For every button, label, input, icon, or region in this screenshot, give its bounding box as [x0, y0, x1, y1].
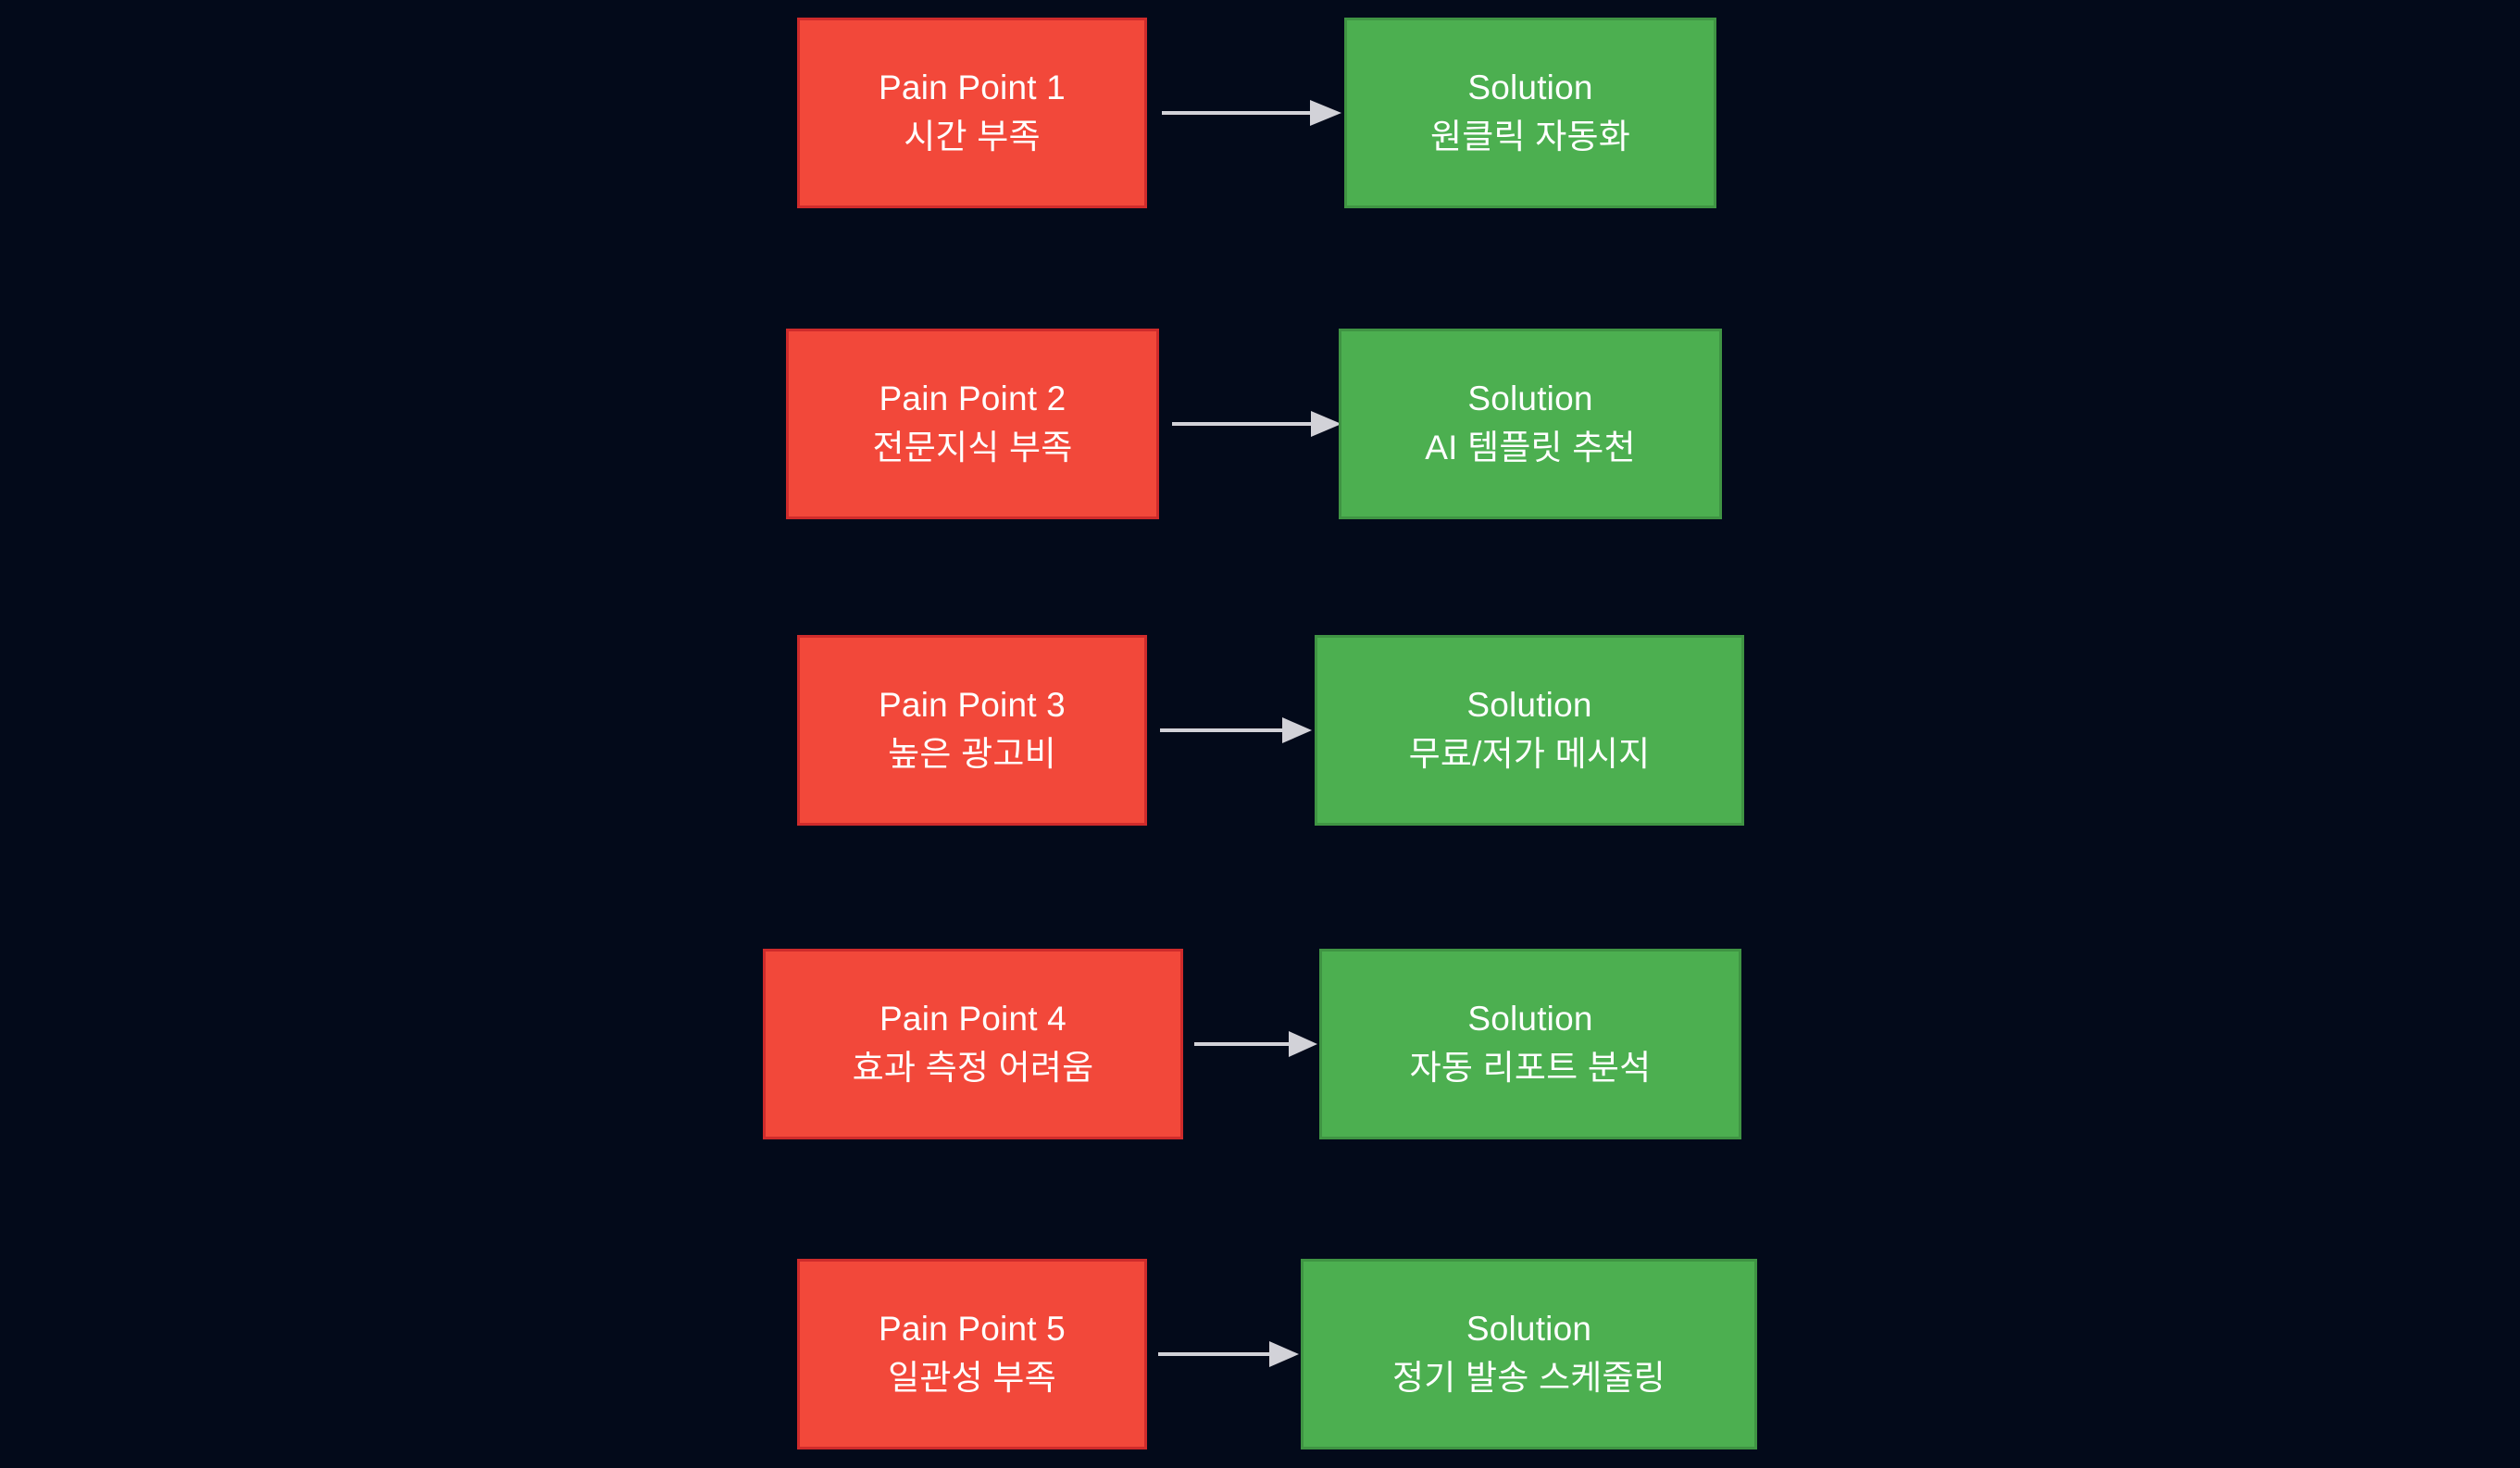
arrow-connector-3: [1147, 712, 1315, 749]
pain-point-node-2-title: Pain Point 2: [879, 379, 1067, 418]
solution-node-4[interactable]: Solution 자동 리포트 분석: [1319, 949, 1741, 1139]
solution-node-2-title: Solution: [1467, 379, 1593, 418]
arrow-connector-1: [1147, 94, 1344, 131]
arrow-connector-2: [1159, 405, 1344, 442]
arrow-connector-5: [1147, 1336, 1301, 1373]
pain-point-node-1-detail: 시간 부족: [904, 118, 1041, 156]
solution-node-3-title: Solution: [1466, 686, 1592, 725]
solution-node-5-title: Solution: [1466, 1310, 1592, 1349]
pain-point-node-5[interactable]: Pain Point 5 일관성 부족: [797, 1259, 1147, 1449]
solution-node-4-title: Solution: [1467, 1000, 1593, 1039]
solution-node-1[interactable]: Solution 원클릭 자동화: [1344, 18, 1716, 208]
pain-point-node-5-title: Pain Point 5: [879, 1310, 1066, 1349]
solution-node-5-detail: 정기 발송 스케줄링: [1392, 1359, 1665, 1397]
arrow-connector-4: [1183, 1026, 1319, 1063]
solution-node-2-detail: AI 템플릿 추천: [1425, 429, 1636, 467]
pain-point-node-3-detail: 높은 광고비: [888, 735, 1056, 773]
solution-node-3[interactable]: Solution 무료/저가 메시지: [1315, 635, 1744, 826]
pain-point-node-3[interactable]: Pain Point 3 높은 광고비: [797, 635, 1147, 826]
pain-point-node-1[interactable]: Pain Point 1 시간 부족: [797, 18, 1147, 208]
solution-node-3-detail: 무료/저가 메시지: [1408, 735, 1651, 773]
solution-node-5[interactable]: Solution 정기 발송 스케줄링: [1301, 1259, 1757, 1449]
pain-point-node-2-detail: 전문지식 부족: [872, 429, 1073, 467]
pain-point-node-4[interactable]: Pain Point 4 효과 측정 어려움: [763, 949, 1183, 1139]
pain-point-node-4-detail: 효과 측정 어려움: [852, 1049, 1094, 1087]
pain-point-node-1-title: Pain Point 1: [879, 68, 1066, 107]
solution-node-1-title: Solution: [1467, 68, 1593, 107]
solution-node-1-detail: 원클릭 자동화: [1430, 118, 1630, 156]
solution-node-2[interactable]: Solution AI 템플릿 추천: [1339, 329, 1722, 519]
pain-point-node-3-title: Pain Point 3: [879, 686, 1066, 725]
pain-point-node-2[interactable]: Pain Point 2 전문지식 부족: [786, 329, 1159, 519]
pain-point-node-4-title: Pain Point 4: [880, 1000, 1067, 1039]
solution-node-4-detail: 자동 리포트 분석: [1409, 1049, 1652, 1087]
pain-point-node-5-detail: 일관성 부족: [888, 1359, 1056, 1397]
